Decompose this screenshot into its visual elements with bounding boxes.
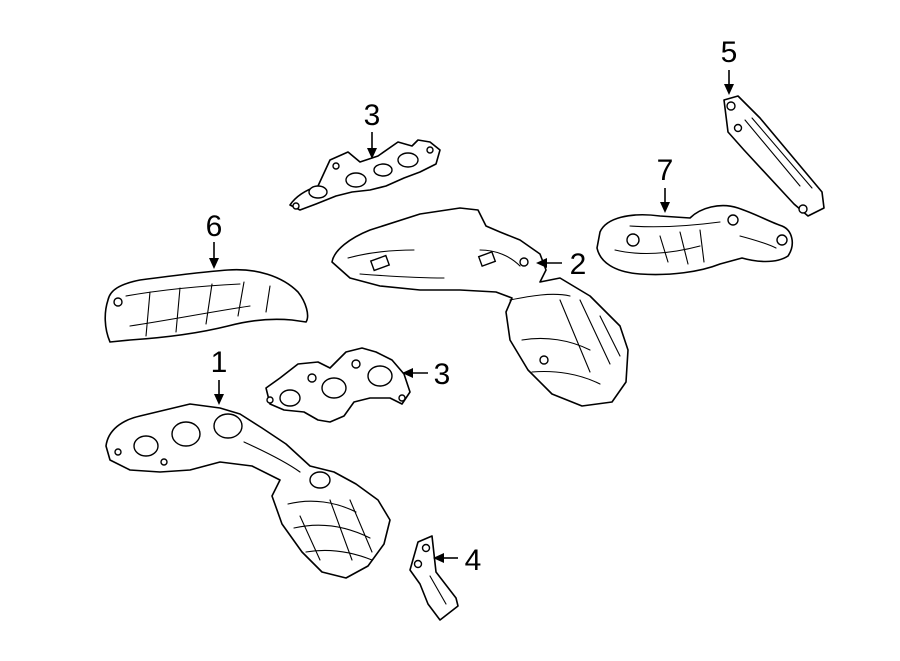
part-6-heat-shield	[104, 268, 309, 343]
callout-3-upper: 3	[364, 99, 381, 132]
part-2-manifold-converter	[331, 207, 629, 407]
callout-5: 5	[721, 36, 738, 69]
callout-6: 6	[206, 210, 223, 243]
part-4-bracket	[409, 535, 459, 621]
leader-arrow-1	[214, 380, 224, 405]
leader-arrow-5	[724, 70, 734, 95]
part-3-lower-gasket	[265, 347, 411, 423]
leader-arrow-3-upper	[367, 132, 377, 159]
part-5-bracket	[723, 95, 825, 217]
callout-3-lower: 3	[434, 358, 451, 391]
part-7-heat-shield	[596, 204, 794, 276]
leader-arrow-7	[660, 188, 670, 213]
callout-7: 7	[657, 154, 674, 187]
part-1-manifold-converter	[105, 403, 391, 579]
callout-2: 2	[570, 248, 587, 281]
leader-arrow-3-lower	[402, 368, 428, 378]
callout-1: 1	[211, 346, 228, 379]
leader-arrow-4	[433, 553, 458, 563]
part-3-upper-gasket	[289, 139, 441, 211]
leader-arrow-2	[536, 258, 562, 268]
leader-arrow-6	[209, 242, 219, 269]
callout-4: 4	[465, 544, 482, 577]
